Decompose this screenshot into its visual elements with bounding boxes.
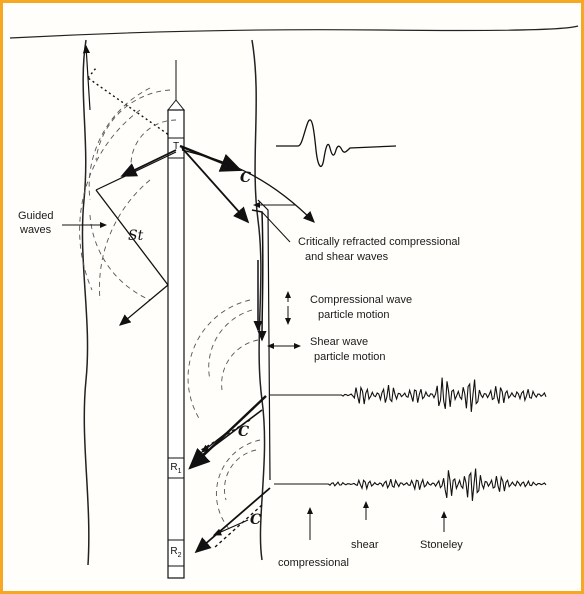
upper-wavefronts [79,87,177,301]
handwritten-c-top: C [240,170,252,186]
receiver2-letter: R [170,546,178,557]
arrival-compressional-label: compressional [278,557,349,569]
compressional-motion-label-line1: Compressional wave [310,294,413,306]
guided-waves-label-line2: waves [20,224,52,236]
dotted-ray-2 [87,67,97,79]
receiver1-subscript: 1 [177,468,182,475]
source-wavelet [276,119,397,168]
receiver1-label: R1 [167,462,185,475]
refracted-path [251,199,271,481]
receiver-rays [188,395,271,554]
dotted-ray [87,77,177,141]
transmitter-label: T [172,141,180,152]
leader-lines [62,202,296,243]
receiver-trace-r2 [274,468,547,501]
right-borehole-wall [251,39,266,561]
arrival-stoneley-label: Stoneley [420,539,463,551]
receiver-trace-r1 [270,377,547,412]
shear-motion-label-line2: particle motion [314,351,386,363]
handwritten-c-mid: C [238,424,250,440]
logging-tool [166,99,186,579]
guided-waves-label-line1: Guided [18,210,54,222]
critically-refracted-label-line1: Critically refracted compressional [298,236,460,248]
critically-refracted-label-line2: and shear waves [305,251,389,263]
arrival-arrows [307,501,447,540]
lower-wavefronts [187,299,261,531]
handwritten-st-mark: St [128,228,144,244]
handwritten-c-bottom: C [250,512,262,528]
top-line [9,25,579,39]
guided-wave-path [95,189,169,326]
receiver2-subscript: 2 [177,552,182,559]
left-borehole-wall [81,39,90,566]
receiver2-label: R2 [167,546,185,559]
shear-motion-label-line1: Shear wave [310,336,369,348]
arrival-shear-label: shear [351,539,379,551]
compressional-motion-label-line2: particle motion [318,309,390,321]
receiver1-letter: R [170,462,178,473]
transmitter-rays [95,144,315,224]
